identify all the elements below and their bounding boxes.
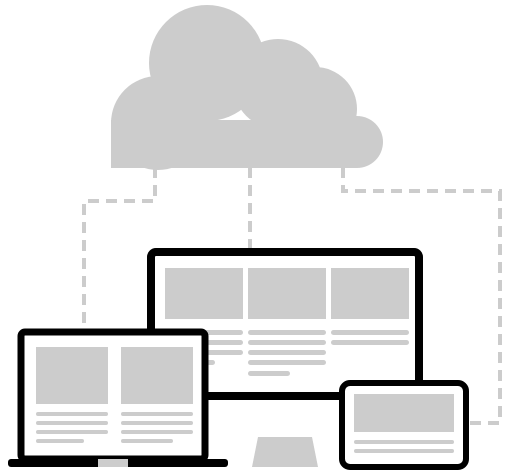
connector-lines [82,167,502,425]
laptop-hinge-notch [98,459,128,467]
laptop [8,328,228,467]
laptop-screen-content [36,347,193,443]
connector-cloud-tablet [341,167,502,425]
tablet [339,380,469,470]
monitor-stand [252,437,318,467]
cloud-icon [111,5,383,170]
connector-cloud-laptop [82,167,157,327]
tablet-screen-content [354,394,454,453]
